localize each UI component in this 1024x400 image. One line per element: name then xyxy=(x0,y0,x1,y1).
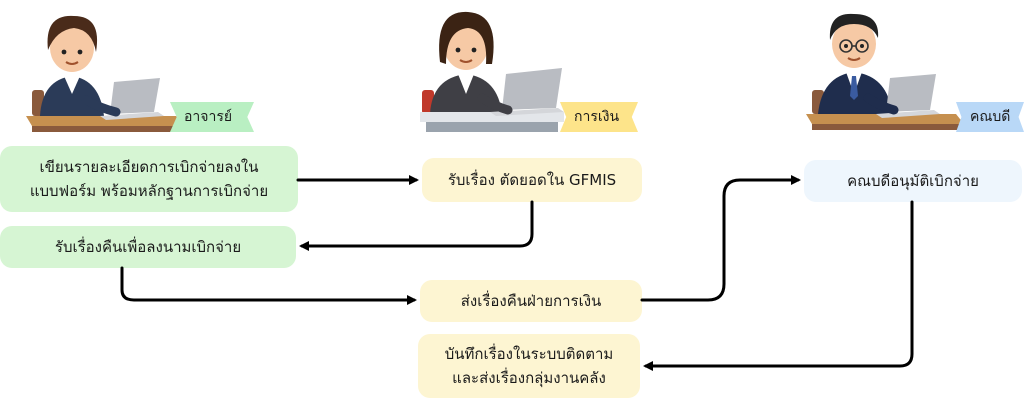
step-return-for-signing: รับเรื่องคืนเพื่อลงนามเบิกจ่าย xyxy=(0,226,296,268)
role-label-finance: การเงิน xyxy=(574,109,620,125)
step-write-form: เขียนรายละเอียดการเบิกจ่ายลงใน แบบฟอร์ม … xyxy=(0,146,298,212)
step-write-form-line2: แบบฟอร์ม พร้อมหลักฐานการเบิกจ่าย xyxy=(29,182,269,200)
step-write-form-line1: เขียนรายละเอียดการเบิกจ่ายลงใน xyxy=(39,158,259,176)
role-tag-teacher: อาจารย์ xyxy=(170,102,254,132)
step-dean-approve-text: คณบดีอนุมัติเบิกจ่าย xyxy=(847,172,979,190)
arrow-teacher-to-finance xyxy=(120,266,417,305)
arrow-dean-to-record xyxy=(643,200,914,371)
step-record-and-send: บันทึกเรื่องในระบบติดตาม และส่งเรื่องกลุ… xyxy=(418,334,640,398)
role-tag-finance: การเงิน xyxy=(560,102,638,132)
step-send-back-finance: ส่งเรื่องคืนฝ่ายการเงิน xyxy=(420,280,642,322)
finance-illustration xyxy=(420,11,564,132)
role-tag-dean: คณบดี xyxy=(956,102,1024,132)
teacher-illustration xyxy=(26,15,184,132)
arrow-finance-to-dean xyxy=(640,175,801,302)
step-record-and-send-line2: และส่งเรื่องกลุ่มงานคลัง xyxy=(452,369,606,387)
role-label-teacher: อาจารย์ xyxy=(184,109,233,125)
step-record-and-send-line1: บันทึกเรื่องในระบบติดตาม xyxy=(444,345,614,363)
step-receive-gfmis-text: รับเรื่อง ตัดยอดใน GFMIS xyxy=(447,171,617,189)
step-return-for-signing-text: รับเรื่องคืนเพื่อลงนามเบิกจ่าย xyxy=(54,238,242,256)
step-receive-gfmis: รับเรื่อง ตัดยอดใน GFMIS xyxy=(422,158,642,202)
arrow-finance-to-teacher xyxy=(299,200,534,251)
step-send-back-finance-text: ส่งเรื่องคืนฝ่ายการเงิน xyxy=(460,292,602,310)
dean-illustration xyxy=(806,13,964,130)
role-label-dean: คณบดี xyxy=(970,109,1011,125)
step-dean-approve: คณบดีอนุมัติเบิกจ่าย xyxy=(804,160,1022,202)
